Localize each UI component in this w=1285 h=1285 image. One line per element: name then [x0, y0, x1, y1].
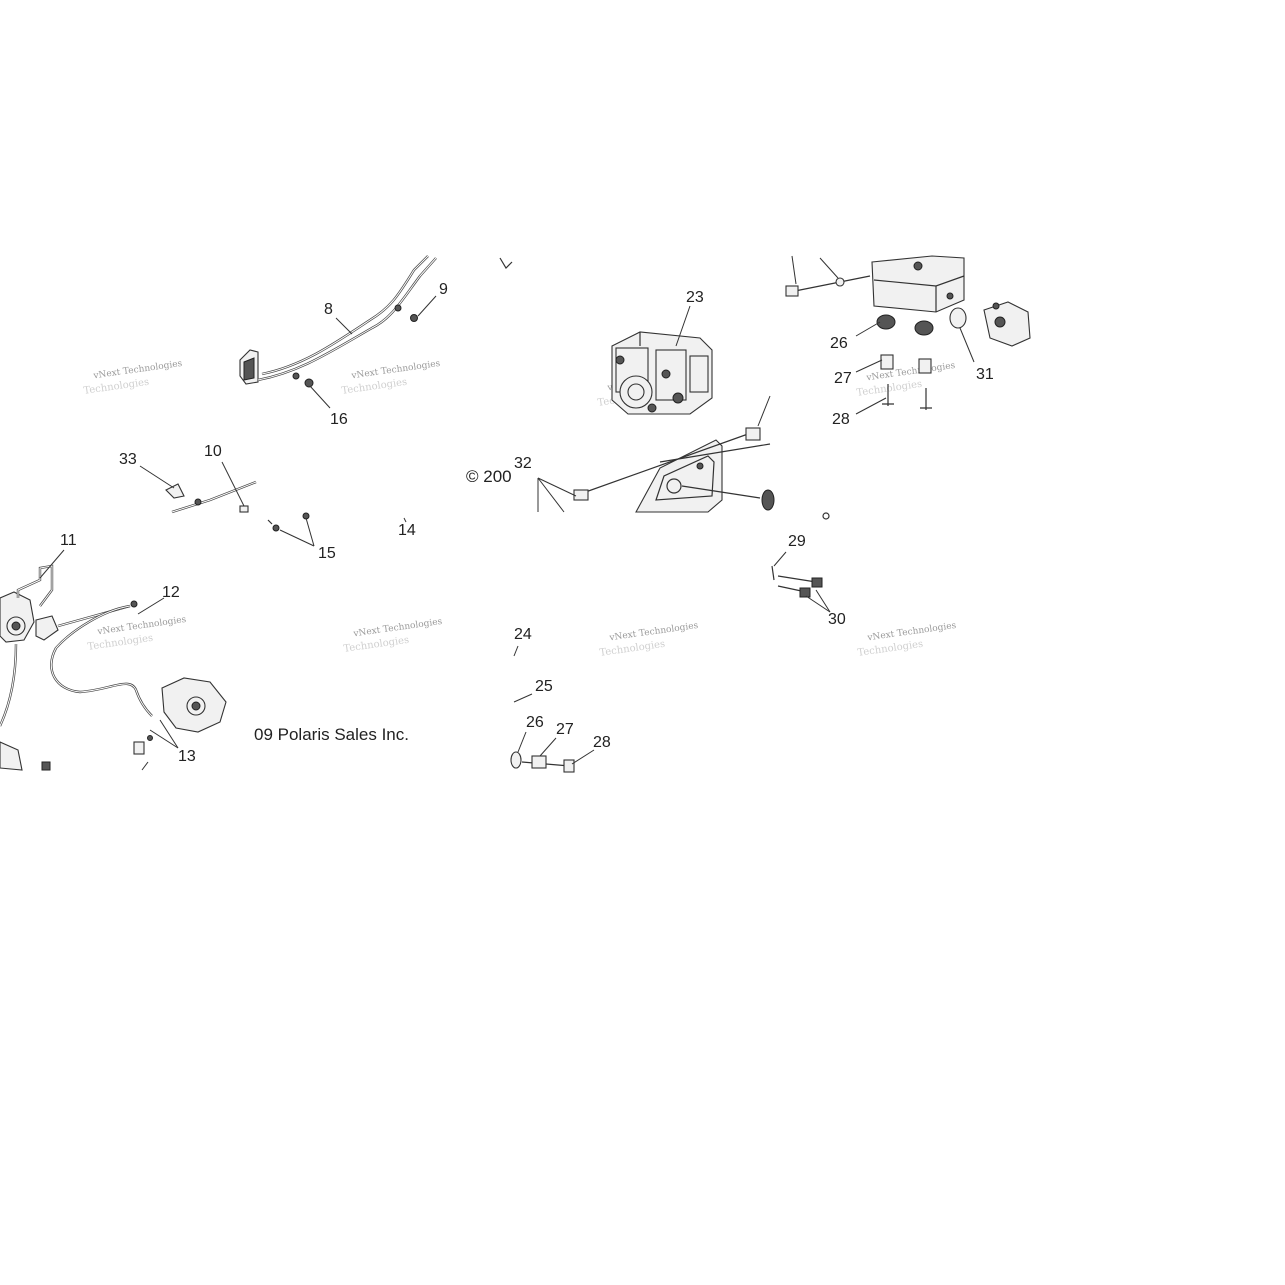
watermark: Technologies vNext Technologies	[341, 359, 441, 397]
watermark: Technologies vNext Technologies	[83, 359, 183, 397]
leader-lines	[39, 255, 975, 771]
abs-module-23-drawing	[611, 331, 713, 415]
svg-text:Technologies: Technologies	[87, 633, 154, 653]
svg-text:Technologies: Technologies	[599, 639, 666, 659]
spacer-stack-drawing	[510, 751, 575, 773]
callouts: 8 9 16 23 26 27 28 31 33 10 32 14 15 11 …	[60, 281, 994, 765]
svg-text:Technologies: Technologies	[856, 379, 923, 399]
cable-10-drawing	[165, 480, 310, 532]
callout-24: 24	[514, 626, 532, 643]
callout-16: 16	[330, 411, 348, 428]
callout-27: 27	[556, 721, 574, 738]
svg-text:Technologies: Technologies	[343, 635, 410, 655]
callout-28: 28	[593, 734, 611, 751]
copyright-right: 09 Polaris Sales Inc.	[254, 725, 409, 744]
callout-31: 31	[976, 366, 994, 383]
callout-30: 30	[828, 611, 846, 628]
callout-8: 8	[324, 301, 333, 318]
callout-25: 25	[535, 678, 553, 695]
callout-9: 9	[439, 281, 448, 298]
abs-bracket-drawing	[785, 255, 1031, 410]
callout-11: 11	[60, 532, 77, 549]
svg-text:Technologies: Technologies	[83, 377, 150, 397]
watermark: Technologies vNext Technologies	[856, 361, 956, 399]
callout-29: 29	[788, 533, 806, 550]
callout-33: 33	[119, 451, 137, 468]
callout-15: 15	[318, 545, 336, 562]
callout-26: 26	[830, 335, 848, 352]
watermark: Technologies vNext Technologies	[87, 615, 187, 653]
watermark: Technologies vNext Technologies	[343, 617, 443, 655]
callout-23: 23	[686, 289, 704, 306]
svg-text:Technologies: Technologies	[857, 639, 924, 659]
callout-13: 13	[178, 748, 196, 765]
copyright-left: © 200	[466, 467, 512, 486]
callout-14: 14	[398, 522, 416, 539]
callout-27: 27	[834, 370, 852, 387]
watermark: Technologies vNext Technologies	[599, 621, 699, 659]
callout-28: 28	[832, 411, 850, 428]
callout-10: 10	[204, 443, 222, 460]
callout-12: 12	[162, 584, 180, 601]
callout-26: 26	[526, 714, 544, 731]
watermark: Technologies vNext Technologies	[857, 621, 957, 659]
abs-plate-drawing	[573, 427, 830, 520]
callout-32: 32	[514, 455, 532, 472]
brake-line-8-drawing	[239, 255, 513, 388]
svg-text:Technologies: Technologies	[341, 377, 408, 397]
bolts-29-30-drawing	[771, 565, 823, 598]
master-cylinder-drawing	[0, 564, 227, 771]
